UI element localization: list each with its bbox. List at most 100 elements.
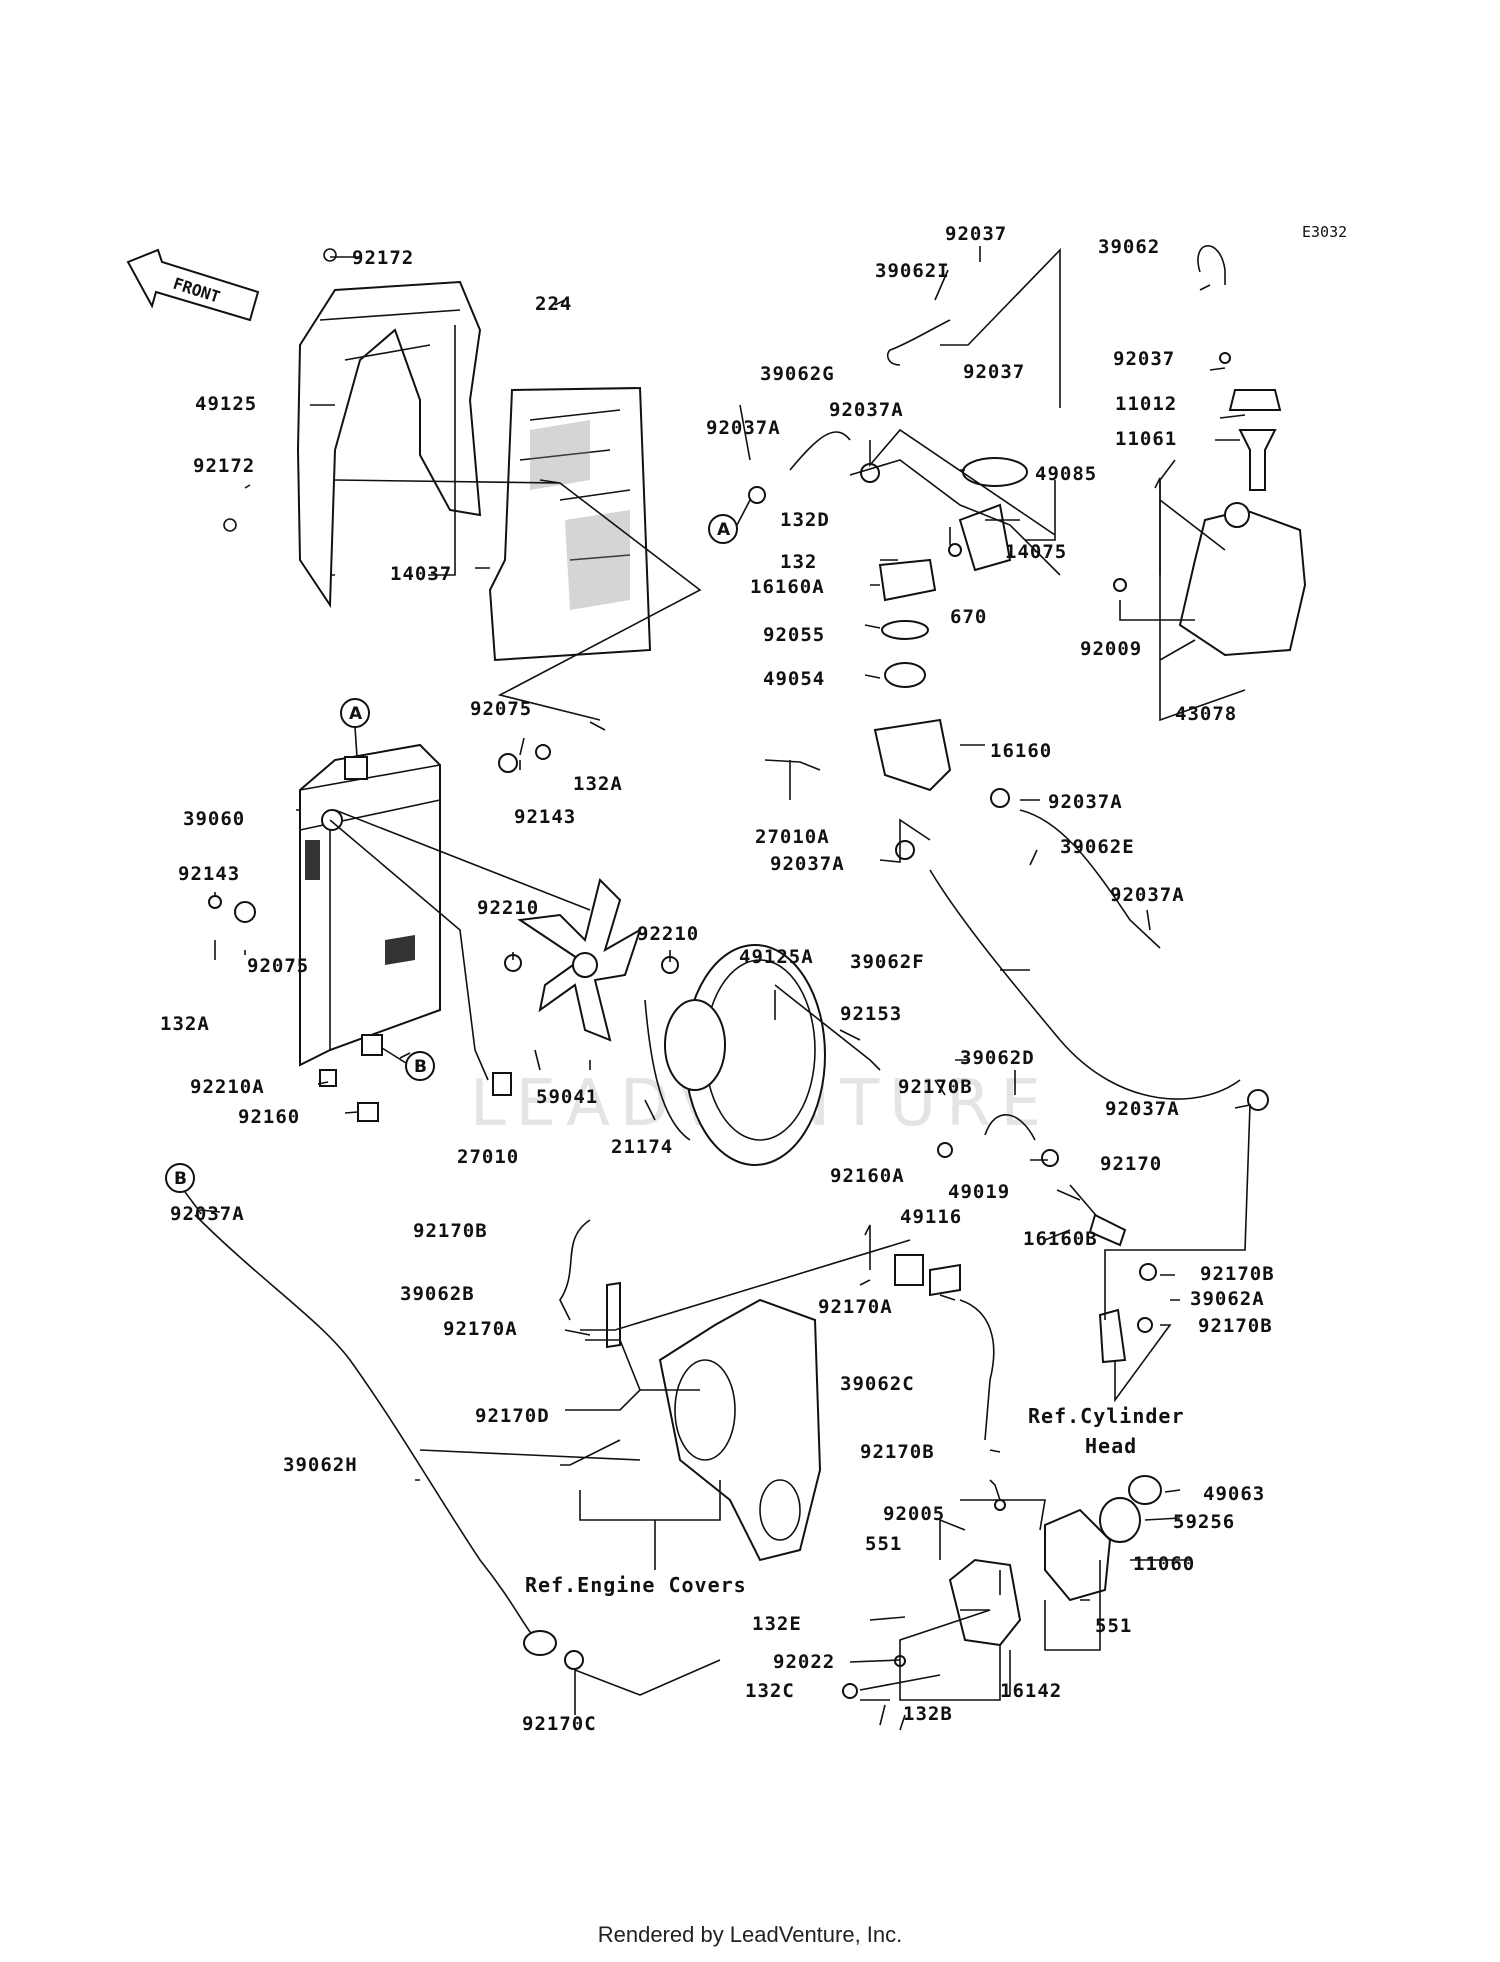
part-label: 92037A: [829, 399, 904, 421]
part-label: 92075: [247, 955, 309, 977]
callout-a-top-label: A: [717, 520, 731, 540]
part-label: 92037: [963, 361, 1025, 383]
part-label: 14037: [390, 563, 452, 585]
part-label: 92037A: [1048, 791, 1123, 813]
part-label: 92170: [1100, 1153, 1162, 1175]
part-label: 39062B: [400, 1283, 475, 1305]
part-label: 49063: [1203, 1483, 1265, 1505]
part-label: 27010A: [755, 826, 830, 848]
part-label: 16160: [990, 740, 1052, 762]
part-label: 92170B: [1198, 1315, 1273, 1337]
part-label: 132E: [752, 1613, 802, 1635]
radiator-hardware: [208, 744, 679, 1122]
part-label: 92160: [238, 1106, 300, 1128]
part-label: 59041: [536, 1086, 598, 1108]
lower-hose: [194, 1209, 584, 1670]
part-label: 92153: [840, 1003, 902, 1025]
part-label: 39062C: [840, 1373, 915, 1395]
part-label: 92160A: [830, 1165, 905, 1187]
part-labels: 92172 224 49125 92172 14037 39060 92075 …: [160, 223, 1275, 1735]
part-label: 49054: [763, 668, 825, 690]
part-label: 551: [1095, 1615, 1132, 1637]
diagram-code: E3032: [1302, 223, 1347, 241]
thermostat-assembly: [748, 319, 1269, 1111]
callout-a-radiator: A: [340, 698, 370, 758]
part-label: 49116: [900, 1206, 962, 1228]
part-label: 92037A: [706, 417, 781, 439]
part-label: 132D: [780, 509, 830, 531]
note-cylinder-head-2: Head: [1085, 1434, 1137, 1458]
part-label: 39062D: [960, 1047, 1035, 1069]
callout-b-radiator: B: [381, 1047, 435, 1081]
part-label: 92170B: [413, 1220, 488, 1242]
part-label: 92210A: [190, 1076, 265, 1098]
part-label: 132: [780, 551, 817, 573]
part-label: 49019: [948, 1181, 1010, 1203]
part-label: 39062I: [875, 260, 950, 282]
front-arrow: FRONT: [126, 248, 260, 322]
part-label: 14075: [1005, 541, 1067, 563]
part-label: 92009: [1080, 638, 1142, 660]
part-label: 39062G: [760, 363, 835, 385]
radiator-screen: [488, 386, 652, 662]
water-pump: [842, 1475, 1162, 1699]
part-label: 11060: [1133, 1553, 1195, 1575]
part-label: 92037A: [770, 853, 845, 875]
part-label: 16160A: [750, 576, 825, 598]
engine-cover: [606, 1281, 822, 1562]
part-label: 92005: [883, 1503, 945, 1525]
part-label: 92170D: [475, 1405, 550, 1427]
reserve-tank: [1113, 245, 1307, 657]
part-label: 92037A: [1105, 1098, 1180, 1120]
callout-a-radiator-label: A: [349, 704, 363, 724]
part-label: 92143: [178, 863, 240, 885]
part-label: 92170B: [898, 1076, 973, 1098]
radiator: [299, 743, 441, 1067]
breather-hoses: [559, 1114, 1127, 1441]
part-label: 49125: [195, 393, 257, 415]
part-label: 132A: [160, 1013, 210, 1035]
part-label: 39060: [183, 808, 245, 830]
part-label: 16142: [1000, 1680, 1062, 1702]
part-label: 92037: [945, 223, 1007, 245]
fan-shroud: [644, 944, 826, 1166]
part-label: 92170B: [1200, 1263, 1275, 1285]
part-label: 11061: [1115, 428, 1177, 450]
part-label: 49125A: [739, 946, 814, 968]
part-label: 92170A: [443, 1318, 518, 1340]
part-label: 39062A: [1190, 1288, 1265, 1310]
part-label: 59256: [1173, 1511, 1235, 1533]
radiator-shroud: [223, 248, 482, 609]
part-label: 92210: [477, 897, 539, 919]
part-label: 39062F: [850, 951, 925, 973]
part-label: 92210: [637, 923, 699, 945]
part-label: 11012: [1115, 393, 1177, 415]
cylinder-head-fitting: [1098, 1263, 1157, 1364]
footer-credit: Rendered by LeadVenture, Inc.: [597, 1922, 903, 1947]
part-label: 21174: [611, 1136, 673, 1158]
part-label: 92037: [1113, 348, 1175, 370]
note-cylinder-head-1: Ref.Cylinder: [1028, 1404, 1185, 1428]
part-label: 27010: [457, 1146, 519, 1168]
part-label: 92172: [193, 455, 255, 477]
cooling-fan: [517, 878, 642, 1042]
part-label: 39062: [1098, 236, 1160, 258]
part-label: 92170A: [818, 1296, 893, 1318]
callout-b-hose: B: [165, 1163, 201, 1213]
part-label: 92075: [470, 698, 532, 720]
callout-a-top: A: [708, 499, 751, 544]
note-engine-covers: Ref.Engine Covers: [525, 1573, 747, 1597]
part-label: 132C: [745, 1680, 795, 1702]
part-label: 92170B: [860, 1441, 935, 1463]
leader-lines: [214, 246, 1251, 1731]
part-label: 92170C: [522, 1713, 597, 1735]
part-label: 132B: [903, 1703, 953, 1725]
part-label: 49085: [1035, 463, 1097, 485]
callout-b-hose-label: B: [174, 1169, 187, 1189]
part-label: 132A: [573, 773, 623, 795]
part-label: 92022: [773, 1651, 835, 1673]
part-label: 92037A: [170, 1203, 245, 1225]
part-label: 92055: [763, 624, 825, 646]
part-label: 92037A: [1110, 884, 1185, 906]
